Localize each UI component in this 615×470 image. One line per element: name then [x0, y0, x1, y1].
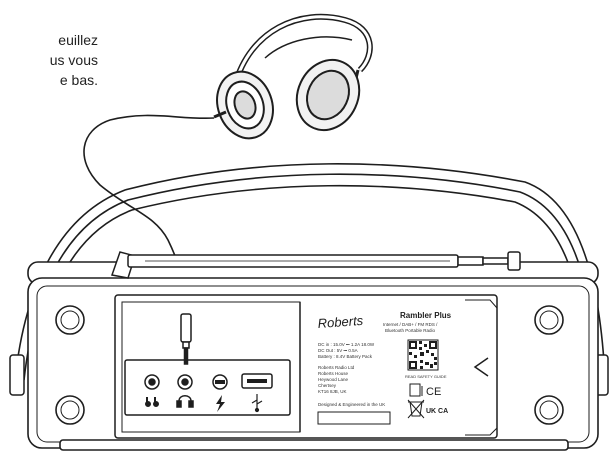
address-line-1: Roberts Radio Ltd	[318, 365, 355, 370]
radio-main-body	[27, 277, 599, 449]
caption-line-2: us vous	[49, 52, 98, 68]
address-line-3: Heywood Lane	[318, 377, 349, 382]
headphones-icon	[176, 395, 194, 408]
qr-code	[407, 339, 439, 371]
read-manual-icon	[409, 383, 423, 397]
ce-mark: CE	[426, 386, 441, 398]
serial-number-box	[317, 411, 391, 425]
safety-guide-text: READ SAFETY GUIDE	[405, 374, 447, 379]
model-subtitle-2: Bluetooth Portable Radio	[385, 328, 436, 333]
product-label: Roberts Rambler Plus Internet / DAB+ / F…	[317, 311, 452, 425]
brand-logo: Roberts	[317, 313, 364, 331]
address-line-5: KT16 8JB, UK	[318, 389, 347, 394]
model-subtitle-1: Internet / DAB+ / FM RDS /	[383, 322, 438, 327]
address-line-4: Chertsey	[318, 383, 337, 388]
usb-icon	[251, 394, 263, 413]
aux-in-socket[interactable]	[144, 374, 160, 390]
caption-line-3: e bas.	[59, 72, 98, 88]
radio-base	[59, 439, 569, 451]
telescopic-antenna	[111, 251, 521, 279]
caption-line-1: euillez	[58, 32, 98, 48]
release-arrow-icon	[473, 357, 489, 377]
weee-bin-icon	[407, 399, 425, 419]
handle-hinge-left	[9, 354, 25, 396]
usb-socket[interactable]	[241, 373, 273, 389]
address-line-2: Roberts House	[318, 371, 349, 376]
model-name: Rambler Plus	[400, 311, 452, 320]
instruction-caption: euillez us vous e bas.	[0, 30, 98, 90]
aux-in-icon	[145, 397, 159, 407]
rubber-feet	[55, 305, 564, 425]
dc-in-socket[interactable]	[212, 374, 228, 390]
spec-dc-in: DC in : 15.0V ⎓ 1.2A 18.0W	[318, 342, 375, 347]
spec-dc-out: DC Out : 5V ⎓ 0.5A	[318, 348, 358, 353]
spec-battery: Battery : 8.4V Battery Pack	[318, 354, 373, 359]
headphone-socket[interactable]	[177, 374, 193, 390]
lightning-icon	[216, 395, 225, 412]
designed-in-uk: Designed & Engineered in the UK	[318, 402, 385, 407]
headphone-jack-plug	[180, 313, 192, 365]
ukca-mark: UK CA	[426, 408, 448, 415]
battery-compartment	[114, 294, 498, 439]
radio-body	[27, 261, 599, 451]
headphones	[213, 13, 373, 140]
